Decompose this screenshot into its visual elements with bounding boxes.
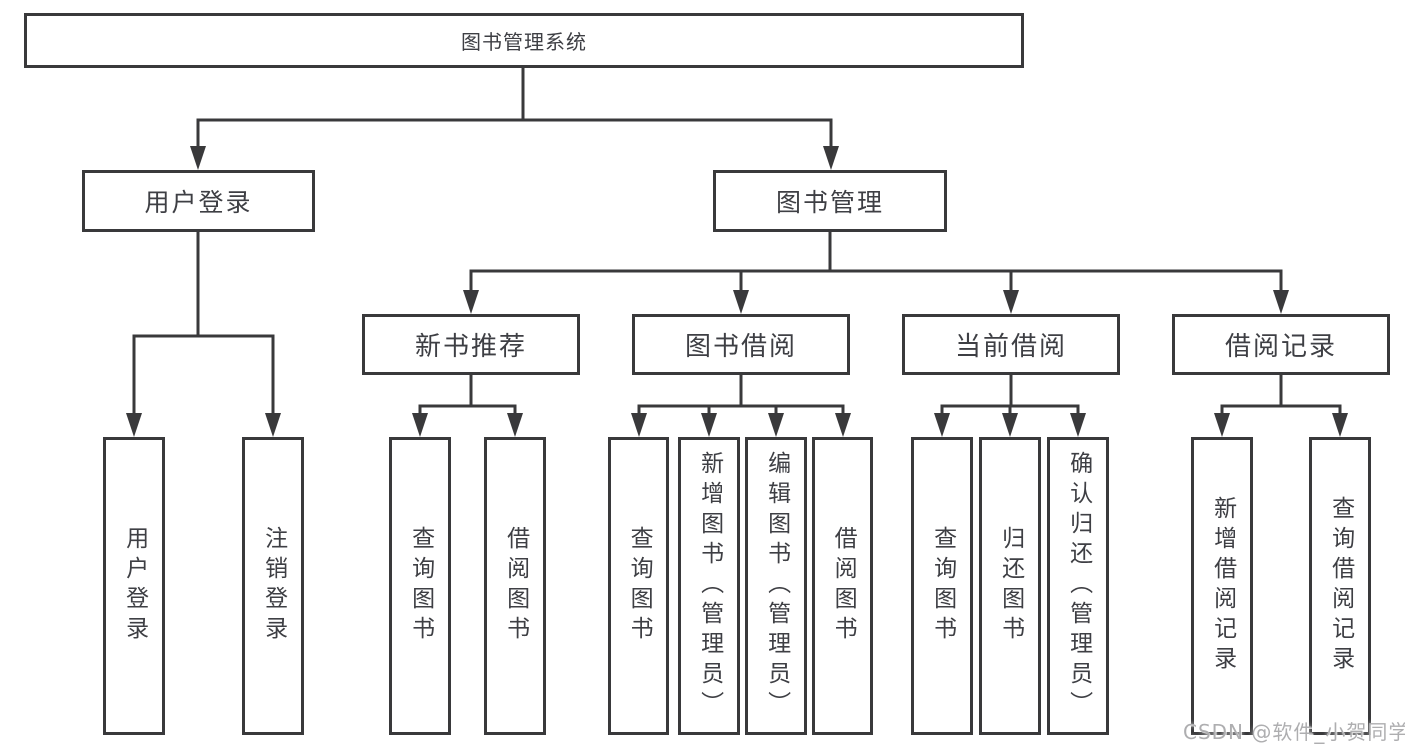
watermark: CSDN @软件_小贺同学 [1183,720,1405,744]
node-new-book-recommend: 新书推荐 [362,314,580,375]
node-leaf-add-books-admin: 新增图书（管理员） [678,437,740,735]
node-leaf-query-books-2: 查询图书 [608,437,669,735]
node-leaf-add-books-admin-label: 新增图书（管理员） [696,451,723,721]
arrowhead-icon [631,413,647,437]
node-user-login: 用户登录 [82,170,315,232]
arrowhead-icon [768,413,784,437]
node-leaf-query-books-3-label: 查询图书 [929,526,956,646]
node-leaf-edit-books-admin-label: 编辑图书（管理员） [763,451,790,721]
node-leaf-logout-label: 注销登录 [260,526,287,646]
arrowhead-icon [412,413,428,437]
node-book-borrow: 图书借阅 [632,314,850,375]
arrowhead-icon [934,413,950,437]
node-leaf-query-books-1: 查询图书 [389,437,451,735]
arrowhead-icon [463,290,479,314]
arrowhead-icon [126,413,142,437]
node-current-borrow: 当前借阅 [902,314,1120,375]
arrowhead-icon [835,413,851,437]
node-leaf-return-books: 归还图书 [979,437,1041,735]
node-borrow-records-label: 借阅记录 [1224,332,1337,362]
node-user-login-label: 用户登录 [144,188,253,217]
node-book-borrow-label: 图书借阅 [684,332,797,362]
node-leaf-user-login-label: 用户登录 [121,526,148,646]
arrowhead-icon [1214,413,1230,437]
arrowhead-icon [701,413,717,437]
arrowhead-icon [265,413,281,437]
node-leaf-add-borrow-record: 新增借阅记录 [1191,437,1253,735]
node-leaf-confirm-return-admin-label: 确认归还（管理员） [1065,451,1092,721]
node-leaf-borrow-books-1-label: 借阅图书 [502,526,529,646]
node-leaf-user-login: 用户登录 [103,437,165,735]
node-book-management: 图书管理 [713,170,947,232]
arrowhead-icon [1332,413,1348,437]
arrowhead-icon [190,146,206,170]
node-leaf-query-books-2-label: 查询图书 [626,526,653,646]
node-leaf-query-books-3: 查询图书 [911,437,973,735]
node-book-management-label: 图书管理 [775,188,884,217]
arrowhead-icon [1003,290,1019,314]
node-new-book-recommend-label: 新书推荐 [414,332,527,362]
node-leaf-edit-books-admin: 编辑图书（管理员） [745,437,807,735]
node-current-borrow-label: 当前借阅 [954,332,1067,362]
node-leaf-borrow-books-1: 借阅图书 [484,437,546,735]
node-root: 图书管理系统 [24,13,1024,68]
node-leaf-borrow-books-2-label: 借阅图书 [830,526,857,646]
arrowhead-icon [1273,290,1289,314]
node-leaf-query-borrow-record: 查询借阅记录 [1309,437,1371,735]
node-leaf-borrow-books-2: 借阅图书 [812,437,873,735]
arrowhead-icon [823,146,839,170]
arrowhead-icon [733,290,749,314]
node-root-label: 图书管理系统 [461,30,587,54]
node-borrow-records: 借阅记录 [1172,314,1390,375]
arrowhead-icon [507,413,523,437]
node-leaf-query-books-1-label: 查询图书 [407,526,434,646]
node-leaf-add-borrow-record-label: 新增借阅记录 [1209,496,1236,676]
node-leaf-logout: 注销登录 [242,437,304,735]
node-leaf-confirm-return-admin: 确认归还（管理员） [1047,437,1109,735]
node-leaf-return-books-label: 归还图书 [997,526,1024,646]
arrowhead-icon [1070,413,1086,437]
arrowhead-icon [1002,413,1018,437]
node-leaf-query-borrow-record-label: 查询借阅记录 [1327,496,1354,676]
